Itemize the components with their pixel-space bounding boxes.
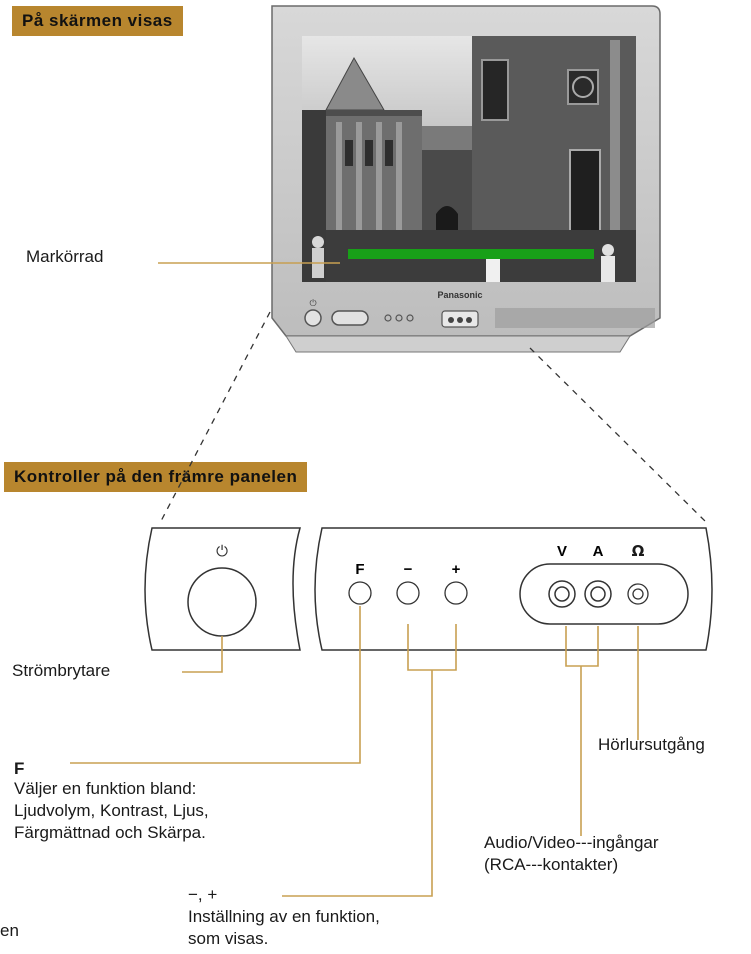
minus-button bbox=[396, 581, 420, 605]
svg-text:⏻: ⏻ bbox=[309, 298, 316, 309]
svg-text:+: + bbox=[452, 561, 461, 578]
panel-left: ⏻ bbox=[144, 527, 301, 651]
tv-ir-window bbox=[331, 310, 369, 326]
f-desc-2: Ljudvolym, Kontrast, Ljus, bbox=[14, 801, 209, 820]
plus-button bbox=[444, 581, 468, 605]
label-headphone-out: Hörlursutgång bbox=[598, 735, 705, 754]
banner-controls: Kontroller på den främre panelen bbox=[4, 462, 308, 492]
banner-screen: På skärmen visas bbox=[12, 6, 183, 36]
f-title: F bbox=[14, 759, 25, 778]
headphone-icon: Ω bbox=[632, 542, 645, 560]
leader-lines bbox=[70, 606, 639, 897]
cursor-bar bbox=[348, 249, 594, 259]
av-sub: (RCA---kontakter) bbox=[484, 855, 619, 874]
svg-text:−: − bbox=[404, 561, 413, 578]
svg-text:A: A bbox=[593, 543, 604, 560]
tv-base bbox=[285, 335, 631, 353]
tv-brand-logo: Panasonic bbox=[437, 290, 482, 300]
svg-text:F: F bbox=[355, 561, 364, 578]
pm-desc-1: Inställning av en funktion, bbox=[188, 907, 380, 926]
tv-set: Panasonic ⏻ bbox=[271, 5, 661, 353]
panel-right: F − + V A Ω bbox=[314, 527, 713, 651]
tv-front-controls: ⏻ bbox=[304, 298, 655, 328]
pm-desc-2: som visas. bbox=[188, 929, 269, 948]
f-desc-3: Färgmättnad och Skärpa. bbox=[14, 823, 206, 842]
tv-screen bbox=[302, 36, 636, 282]
svg-text:⏻: ⏻ bbox=[216, 542, 228, 560]
power-button-detail bbox=[187, 567, 257, 637]
edge-fragment: en bbox=[0, 921, 19, 940]
label-power-switch: Strömbrytare bbox=[12, 661, 111, 680]
f-button bbox=[348, 581, 372, 605]
label-cursor-row: Markörrad bbox=[26, 247, 104, 266]
tv-power-button bbox=[304, 309, 322, 327]
av-title: Audio/Video---ingångar bbox=[484, 833, 659, 852]
f-desc-1: Väljer en funktion bland: bbox=[14, 779, 197, 798]
pm-title: −, + bbox=[188, 885, 218, 904]
svg-text:V: V bbox=[557, 543, 567, 560]
